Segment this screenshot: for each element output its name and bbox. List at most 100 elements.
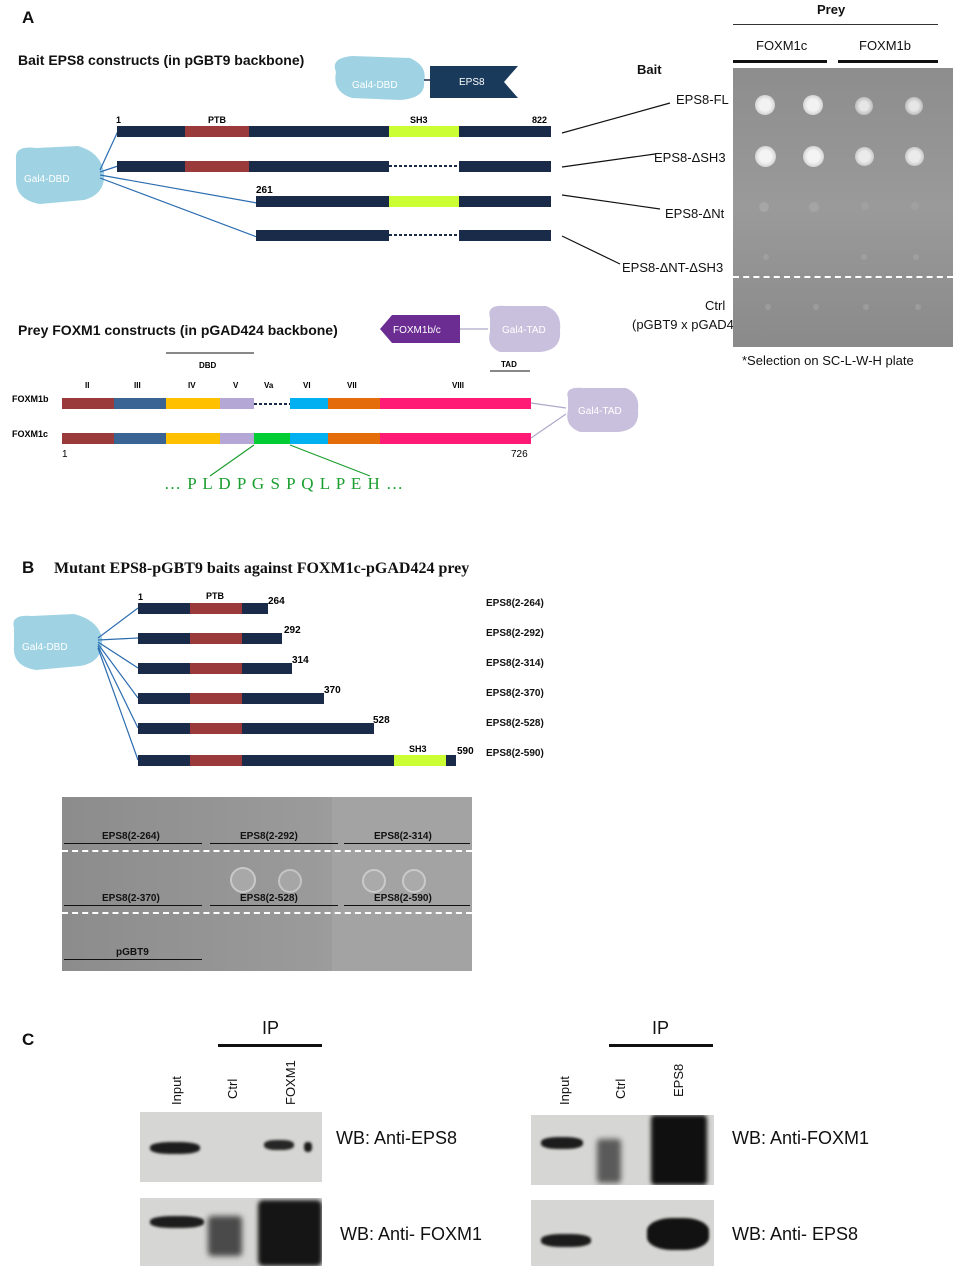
ip-label-right: IP [652, 1018, 670, 1038]
prey-col-rule-b [838, 60, 938, 63]
ip-rule-left [218, 1044, 322, 1047]
gal4-dbd-blob-b [13, 614, 103, 670]
svg-text:DBD: DBD [199, 361, 217, 370]
panel-c-letter: C [22, 1030, 35, 1049]
svg-text:PTB: PTB [208, 115, 227, 125]
svg-text:III: III [134, 381, 141, 390]
prey-header-rule [733, 24, 938, 25]
svg-text:370: 370 [324, 685, 341, 696]
svg-text:SH3: SH3 [409, 744, 427, 754]
prey-col-rule-c [733, 60, 827, 63]
bar-2-292 [138, 633, 282, 644]
svg-text:PTB: PTB [206, 591, 225, 601]
wb-right-bottom: WB: Anti- EPS8 [732, 1224, 859, 1244]
panel-a-diagram: Gal4-DBD EPS8 Gal4-DBD 1 PTB SH3 822 261… [12, 56, 671, 477]
eps8-fl-bar [117, 126, 551, 137]
b-construct-292: EPS8(2-292) [486, 628, 544, 639]
prey-title: Prey FOXM1 constructs (in pGAD424 backbo… [18, 322, 338, 338]
prey-col-foxm1b: FOXM1b [859, 38, 912, 53]
svg-text:590: 590 [457, 746, 474, 757]
ctrl-label-2: (pGBT9 x pGAD424) [632, 317, 753, 332]
eps8-arrow-label: EPS8 [459, 77, 485, 88]
svg-text:726: 726 [511, 449, 528, 460]
svg-text:II: II [85, 381, 89, 390]
blot-left-bottom [140, 1198, 322, 1266]
svg-text:FOXM1c: FOXM1c [12, 429, 48, 439]
construct-label-dnt: EPS8-ΔNt [665, 206, 725, 221]
svg-text:314: 314 [292, 655, 309, 666]
ip-label-left: IP [262, 1018, 280, 1038]
svg-text:FOXM1b: FOXM1b [12, 394, 49, 404]
gal4-dbd-top-label: Gal4-DBD [352, 80, 398, 91]
eps8-dsh3-bar [117, 161, 551, 172]
yeast-plate-b: EPS8(2-264) EPS8(2-292) EPS8(2-314) EPS8… [62, 797, 472, 971]
b-construct-590: EPS8(2-590) [486, 748, 544, 759]
construct-label-dnt-dsh3: EPS8-ΔNT-ΔSH3 [622, 260, 724, 275]
svg-text:822: 822 [532, 115, 547, 125]
svg-text:1: 1 [116, 115, 121, 125]
panel-a-letter: A [22, 8, 35, 27]
b-construct-264: EPS8(2-264) [486, 598, 544, 609]
foxm1c-bar [62, 433, 531, 444]
b-construct-528: EPS8(2-528) [486, 718, 544, 729]
gal4-dbd-left-label: Gal4-DBD [24, 174, 70, 185]
svg-text:V: V [233, 381, 239, 390]
svg-text:VII: VII [347, 381, 357, 390]
lane-foxm1-left: FOXM1 [283, 1060, 298, 1105]
lane-ctrl-right: Ctrl [613, 1078, 628, 1099]
bar-2-264 [138, 603, 268, 614]
panel-b-title: Mutant EPS8-pGBT9 baits against FOXM1c-p… [54, 560, 470, 577]
prey-header: Prey [817, 2, 846, 17]
gal4-dbd-blob-top [334, 56, 425, 100]
svg-text:1: 1 [62, 449, 68, 460]
selection-note: *Selection on SC-L-W-H plate [742, 353, 914, 368]
bar-2-314 [138, 663, 292, 674]
gal4-dbd-blob-left [15, 146, 105, 204]
wb-left-top: WB: Anti-EPS8 [336, 1128, 458, 1148]
blot-right-bottom [531, 1200, 714, 1266]
blot-right-top [531, 1115, 714, 1185]
svg-text:VI: VI [303, 381, 311, 390]
svg-text:Gal4-TAD: Gal4-TAD [578, 406, 622, 417]
svg-text:1: 1 [138, 592, 143, 602]
construct-label-dsh3: EPS8-ΔSH3 [654, 150, 726, 165]
svg-text:292: 292 [284, 625, 301, 636]
wb-left-bottom: WB: Anti- FOXM1 [340, 1224, 483, 1244]
panel-b-diagram: Gal4-DBD 1 PTB 264 292 314 370 528 SH3 5… [13, 591, 474, 766]
foxm1c-insert-sequence: … P L D P G S P Q L P E H … [164, 474, 404, 493]
ip-rule-right [609, 1044, 713, 1047]
svg-text:TAD: TAD [501, 360, 517, 369]
svg-text:FOXM1b/c: FOXM1b/c [393, 325, 441, 336]
eps8-dnt-dsh3-bar [256, 230, 551, 241]
svg-text:IV: IV [188, 381, 196, 390]
gal4-tad-blob-top [489, 305, 561, 352]
foxm1b-bar [62, 398, 531, 409]
ctrl-label-1: Ctrl [705, 298, 726, 313]
svg-text:SH3: SH3 [410, 115, 428, 125]
construct-label-fl: EPS8-FL [676, 92, 729, 107]
prey-col-foxm1c: FOXM1c [756, 38, 808, 53]
panel-b-letter: B [22, 558, 35, 577]
b-construct-314: EPS8(2-314) [486, 658, 544, 669]
bar-2-370 [138, 693, 324, 704]
gal4-tad-blob-right [567, 387, 639, 432]
eps8-arrow [430, 66, 518, 98]
foxm1bc-arrow [380, 315, 460, 343]
svg-text:Gal4-DBD: Gal4-DBD [22, 642, 68, 653]
b-construct-370: EPS8(2-370) [486, 688, 544, 699]
svg-text:264: 264 [268, 596, 285, 607]
bait-header: Bait [637, 62, 662, 77]
blot-left-top [140, 1112, 322, 1182]
svg-text:Gal4-TAD: Gal4-TAD [502, 325, 546, 336]
lane-ctrl-left: Ctrl [225, 1078, 240, 1099]
bar-2-528 [138, 723, 374, 734]
bait-title: Bait EPS8 constructs (in pGBT9 backbone) [18, 52, 305, 68]
lane-eps8-right: EPS8 [671, 1063, 686, 1097]
svg-text:Va: Va [264, 381, 274, 390]
svg-text:VIII: VIII [452, 381, 464, 390]
svg-text:261: 261 [256, 185, 273, 196]
wb-right-top: WB: Anti-FOXM1 [732, 1128, 870, 1148]
svg-text:528: 528 [373, 715, 390, 726]
lane-input-left: Input [169, 1076, 184, 1105]
bar-2-590 [138, 755, 456, 766]
